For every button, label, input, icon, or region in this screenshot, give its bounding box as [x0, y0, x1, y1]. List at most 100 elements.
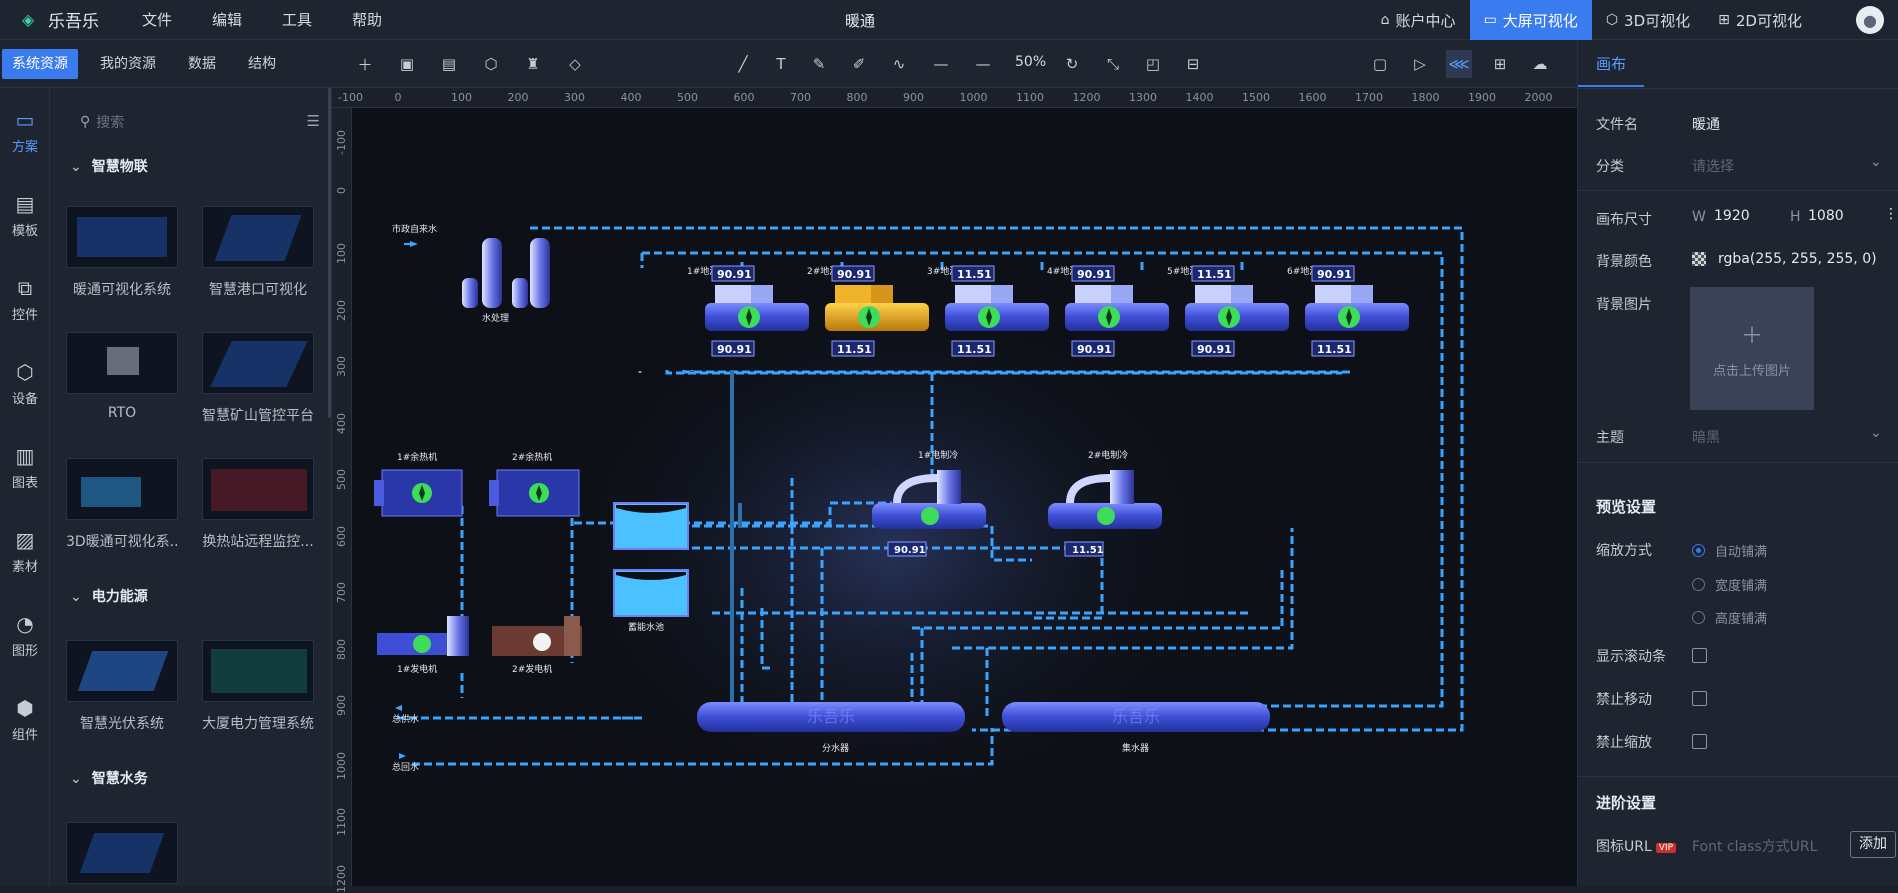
menu-edit[interactable]: 编辑: [212, 11, 243, 29]
tab-structure[interactable]: 结构: [248, 55, 276, 72]
template-card[interactable]: 智慧港口可视化: [202, 206, 314, 299]
template-card[interactable]: RTO: [66, 332, 178, 421]
heat-recovery-1[interactable]: 1#余热机: [374, 451, 463, 517]
layout-icon[interactable]: ⊟: [1186, 55, 1200, 73]
show-scrollbar-checkbox[interactable]: [1692, 648, 1707, 663]
group-smart-iot[interactable]: ⌄智慧物联: [70, 159, 148, 175]
save-icon[interactable]: ▣: [399, 55, 415, 73]
cloud-icon[interactable]: ☁: [1532, 55, 1548, 73]
chiller-2[interactable]: 2#电制冷 11.51: [1048, 449, 1162, 557]
category-select[interactable]: 请选择: [1692, 159, 1734, 175]
template-card[interactable]: 换热站远程监控...: [202, 458, 314, 551]
tab-system-resources[interactable]: 系统资源: [2, 48, 78, 79]
group-smart-water[interactable]: ⌄智慧水务: [70, 771, 148, 787]
template-card[interactable]: 大厦电力管理系统: [202, 640, 314, 733]
tab-data[interactable]: 数据: [188, 55, 216, 72]
color-swatch[interactable]: [1692, 252, 1706, 266]
template-card[interactable]: 智慧光伏系统: [66, 640, 178, 733]
nav-controls[interactable]: ⧉控件: [11, 276, 38, 323]
shrink-icon[interactable]: ⤡: [1106, 55, 1119, 73]
nav-materials[interactable]: ▨素材: [11, 528, 38, 575]
nav-components[interactable]: ⬢组件: [11, 696, 38, 743]
dash-line-icon[interactable]: —: [975, 55, 991, 73]
file-name-value[interactable]: 暖通: [1692, 117, 1720, 133]
menu-file[interactable]: 文件: [142, 11, 173, 29]
chevron-down-icon[interactable]: ⌄: [1870, 154, 1882, 170]
template-card[interactable]: [66, 822, 178, 884]
tab-my-resources[interactable]: 我的资源: [100, 55, 156, 72]
bg-color-value[interactable]: rgba(255, 255, 255, 0): [1718, 251, 1877, 267]
menu-tools[interactable]: 工具: [282, 11, 313, 29]
template-card[interactable]: 暖通可视化系统: [66, 206, 178, 299]
share-icon[interactable]: ⋘: [1446, 50, 1472, 78]
play-icon[interactable]: ▷: [1414, 55, 1426, 73]
editor-canvas[interactable]: 市政自来水 水处理 1#地源热泵90.9190.912#地源热泵90.9111.…: [352, 108, 1577, 886]
radio-auto-fill[interactable]: 自动铺满: [1692, 541, 1767, 560]
nav-3d[interactable]: ⬡3D可视化: [1605, 11, 1691, 30]
curve-icon[interactable]: ∿: [892, 55, 906, 73]
zoom-level[interactable]: 50%: [1015, 54, 1047, 70]
height-input[interactable]: 1080: [1808, 208, 1844, 224]
nav-solutions[interactable]: ▭方案: [11, 108, 38, 155]
nav-2d[interactable]: ⊞2D可视化: [1718, 11, 1802, 30]
qrcode-icon[interactable]: ⊞: [1493, 55, 1507, 73]
heat-recovery-2[interactable]: 2#余热机: [489, 451, 580, 517]
more-icon[interactable]: ⋮: [1884, 206, 1898, 222]
list-icon[interactable]: ☰: [306, 112, 320, 130]
folder-icon[interactable]: ▢: [1372, 55, 1388, 73]
theme-select[interactable]: 暗黑: [1692, 430, 1720, 446]
refresh-icon[interactable]: ↻: [1065, 55, 1079, 73]
tab-canvas[interactable]: 画布: [1596, 55, 1627, 73]
template-card[interactable]: 智慧矿山管控平台: [202, 332, 314, 425]
radio-height-fill[interactable]: 高度铺满: [1692, 608, 1767, 627]
menu-help[interactable]: 帮助: [352, 11, 383, 29]
chiller-1[interactable]: 1#电制冷 90.91: [872, 449, 986, 557]
disable-zoom-checkbox[interactable]: [1692, 734, 1707, 749]
template-card[interactable]: 3D暖通可视化系...: [66, 458, 178, 551]
straight-line-icon[interactable]: —: [933, 55, 949, 73]
app-logo[interactable]: ◈ 乐吾乐: [22, 7, 122, 32]
nav-account[interactable]: ⌂账户中心: [1380, 11, 1456, 30]
add-icon[interactable]: ＋: [357, 55, 373, 74]
panel-scrollbar[interactable]: [328, 88, 331, 418]
nav-dashboard[interactable]: ▭大屏可视化: [1469, 0, 1592, 40]
hexagon-icon[interactable]: ⬡: [484, 55, 498, 73]
format-painter-icon[interactable]: ♜: [526, 55, 540, 73]
text-icon[interactable]: T: [776, 55, 786, 73]
nav-templates[interactable]: ▤模板: [11, 192, 38, 239]
disable-move-checkbox[interactable]: [1692, 691, 1707, 706]
water-distributor[interactable]: 分水器 乐吾乐: [697, 702, 965, 754]
water-collector[interactable]: 集水器 乐吾乐: [1002, 702, 1270, 754]
pump-bottom-value: 11.51: [1317, 343, 1352, 356]
nav-devices[interactable]: ⬡设备: [11, 360, 38, 407]
brush-icon[interactable]: ✐: [852, 55, 866, 73]
chevron-down-icon[interactable]: ⌄: [1870, 425, 1882, 441]
eraser-icon[interactable]: ◇: [569, 55, 581, 73]
water-treatment-unit[interactable]: 水处理: [462, 238, 550, 324]
nav-charts[interactable]: ▥图表: [11, 444, 38, 491]
generator-2[interactable]: 2#发电机: [492, 616, 582, 675]
width-input[interactable]: 1920: [1714, 208, 1750, 224]
user-avatar[interactable]: ●: [1856, 6, 1884, 34]
hvac-diagram[interactable]: 市政自来水 水处理 1#地源热泵90.9190.912#地源热泵90.9111.…: [352, 108, 1577, 886]
fan-icon: [533, 633, 551, 651]
group-power-energy[interactable]: ⌄电力能源: [70, 589, 148, 605]
upload-image-button[interactable]: ＋ 点击上传图片: [1690, 287, 1814, 410]
nav-shapes[interactable]: ◔图形: [11, 612, 38, 659]
storage-pool[interactable]: 蓄能水池: [613, 502, 689, 633]
icon-url-input[interactable]: Font class方式URL: [1692, 839, 1818, 855]
line-icon[interactable]: ╱: [738, 55, 748, 73]
radio-width-fill[interactable]: 宽度铺满: [1692, 575, 1767, 594]
frame-icon[interactable]: ◰: [1145, 55, 1161, 73]
add-button[interactable]: 添加: [1850, 831, 1896, 858]
document-icon[interactable]: ▤: [441, 55, 457, 73]
generator-1[interactable]: 1#发电机: [377, 616, 469, 675]
search-input[interactable]: [96, 114, 267, 130]
pen-icon[interactable]: ✎: [812, 55, 826, 73]
